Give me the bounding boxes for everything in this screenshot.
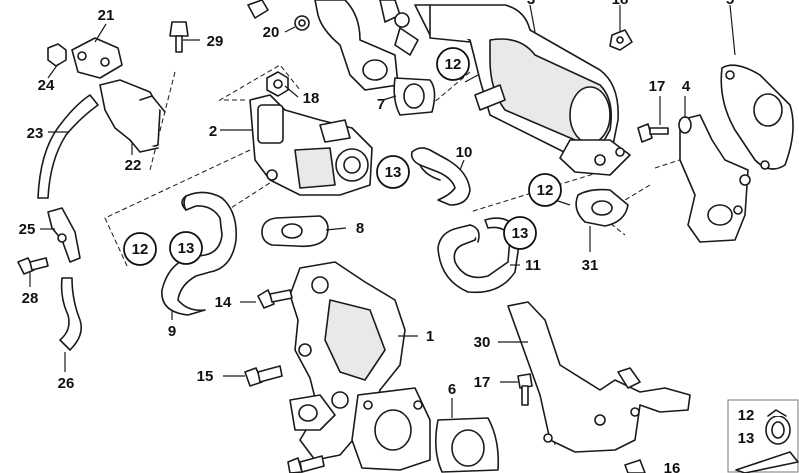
part-labels: 21 24 22 29 23 25 28 26 2 18 20 7 10 8 9… bbox=[19, 0, 735, 473]
bolt-28 bbox=[17, 257, 49, 275]
gasket-31 bbox=[575, 188, 629, 227]
label-14: 14 bbox=[215, 294, 232, 311]
egr-valve-2 bbox=[249, 94, 373, 196]
label-20: 20 bbox=[263, 24, 280, 41]
callout-12-left: 12 bbox=[132, 241, 149, 258]
label-21: 21 bbox=[98, 7, 115, 24]
bolt-14 bbox=[257, 289, 293, 309]
label-8: 8 bbox=[356, 220, 364, 237]
label-3: 3 bbox=[527, 0, 535, 8]
bolt-17-bottom bbox=[517, 373, 533, 406]
hose-10 bbox=[410, 147, 471, 206]
callout-13-center: 13 bbox=[385, 164, 402, 181]
bolt-15 bbox=[244, 365, 283, 387]
label-22: 22 bbox=[125, 157, 142, 174]
gasket-7 bbox=[393, 77, 436, 116]
label-6: 6 bbox=[448, 381, 456, 398]
nut-18 bbox=[266, 71, 289, 97]
hose-23 bbox=[37, 94, 99, 199]
callout-13-left: 13 bbox=[178, 240, 195, 257]
legend-label-13: 13 bbox=[738, 430, 755, 447]
sensor-21 bbox=[71, 37, 123, 79]
bracket-30 bbox=[507, 301, 691, 453]
egr-cooler bbox=[414, 4, 631, 176]
nut-18-top bbox=[609, 29, 633, 51]
bracket-22 bbox=[99, 79, 166, 153]
legend-label-12: 12 bbox=[738, 407, 755, 424]
bolt-top-left bbox=[247, 0, 269, 19]
label-28: 28 bbox=[22, 290, 39, 307]
gasket-8 bbox=[261, 215, 329, 248]
callout-12-top: 12 bbox=[445, 56, 462, 73]
callout-13-right: 13 bbox=[512, 225, 529, 242]
label-15: 15 bbox=[197, 368, 214, 385]
label-17-bottom: 17 bbox=[474, 374, 491, 391]
hose-26 bbox=[59, 277, 83, 351]
bolt-17-top bbox=[637, 123, 669, 143]
label-30: 30 bbox=[474, 334, 491, 351]
legend-box: 12 13 bbox=[727, 399, 799, 473]
part-24 bbox=[47, 43, 67, 67]
callout-circles bbox=[123, 47, 562, 266]
bolt-16 bbox=[624, 459, 646, 473]
label-9: 9 bbox=[168, 323, 176, 340]
label-5: 5 bbox=[726, 0, 734, 8]
bracket-4 bbox=[678, 114, 751, 243]
label-10: 10 bbox=[456, 144, 473, 161]
label-11: 11 bbox=[525, 257, 541, 274]
bolt-bottom-center bbox=[287, 455, 325, 473]
flange-bottom bbox=[351, 387, 431, 471]
label-24: 24 bbox=[38, 77, 55, 94]
hose-11 bbox=[437, 217, 521, 294]
gasket-5 bbox=[720, 64, 794, 170]
arrow-marker bbox=[735, 451, 799, 473]
leader-lines bbox=[29, 4, 736, 418]
bolt-29 bbox=[169, 21, 189, 53]
callout-12-right: 12 bbox=[537, 182, 554, 199]
label-7: 7 bbox=[377, 96, 385, 113]
label-29: 29 bbox=[207, 33, 224, 50]
label-18-left: 18 bbox=[303, 90, 320, 107]
hose-clamp-icon bbox=[765, 409, 791, 445]
hose-9 bbox=[161, 191, 238, 316]
label-25: 25 bbox=[19, 221, 36, 238]
label-17-top: 17 bbox=[649, 78, 666, 95]
label-16: 16 bbox=[664, 460, 681, 473]
bolt-20 bbox=[294, 15, 310, 31]
clamp-25 bbox=[47, 207, 81, 263]
label-4: 4 bbox=[682, 78, 691, 95]
label-1: 1 bbox=[426, 328, 434, 345]
label-26: 26 bbox=[58, 375, 75, 392]
label-31: 31 bbox=[582, 257, 599, 274]
flange-pipe bbox=[314, 0, 419, 91]
gasket-6 bbox=[434, 417, 500, 473]
label-23: 23 bbox=[27, 125, 44, 142]
label-18-top: 18 bbox=[612, 0, 629, 8]
label-2: 2 bbox=[209, 123, 217, 140]
bracket-1 bbox=[289, 261, 406, 461]
